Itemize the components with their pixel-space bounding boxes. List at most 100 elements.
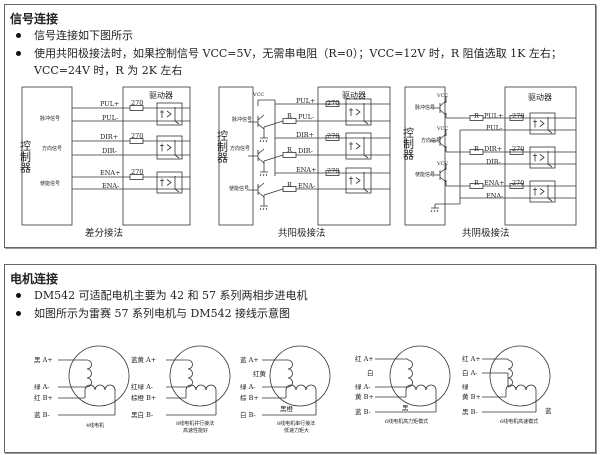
coil-b-icon [405,384,437,391]
transistor-icon [248,182,265,198]
vcc-label: VCC [436,161,448,167]
pin-label: ENA+ [100,169,121,177]
wire [263,188,284,196]
wire-label: 绿 A- [240,382,255,391]
coil-a-icon [507,359,513,388]
optocoupler-icon [345,98,372,126]
motor-circle [269,345,331,407]
bullet-dot [16,311,21,316]
wire [263,120,284,128]
signal-section-title: 信号连接 [10,12,59,26]
led-phototransistor-icon [533,185,553,202]
ground-icon [259,134,268,143]
optocoupler-icon [156,171,183,194]
resistor-value: 270 [512,112,524,120]
wire-label: 黑 [402,404,409,412]
wire-label: 红 B+ [34,393,53,402]
coil-a-icon [407,359,413,388]
pin-label: ENA+ [296,166,317,174]
signal-connection-panel [4,4,596,248]
led-phototransistor-icon [349,172,369,193]
direction-signal-label: 方向信号 [421,137,441,144]
common-anode-diagram-labels: 控制器 VCC 脉冲信号 方向信号 使能信号 驱动器 PUL+ PUL- DIR… [216,90,367,239]
resistor-value: 270 [327,99,339,107]
motor-bullet-1: DM542 可适配电机主要为 42 和 57 系列两相步进电机 [34,289,308,302]
wire-label: 棕橙 B+ [131,393,156,402]
wire-label: 红 A+ [462,354,481,363]
bullet-dot [16,293,21,298]
pin-label: PUL- [102,114,118,122]
wire-label: 绿 A- [355,382,370,391]
resistor-icon [325,135,340,141]
differential-diagram-labels: 控制器 脉冲信号 方向信号 使能信号 驱动器 PUL+ PUL- DIR+ DI… [19,90,174,239]
resistor-icon [325,101,340,107]
driver-box [504,86,577,226]
resistor-value: 270 [131,132,143,140]
wire-label: 黑 A+ [34,356,53,364]
pin-label: DIR- [486,158,501,166]
resistor-r: R [287,112,293,120]
pin-label: DIR+ [100,133,118,141]
resistor-r: R [287,146,293,154]
motor-section-title: 电机连接 [10,272,59,286]
pulse-signal-label: 脉冲信号 [415,104,435,111]
optocoupler-icon [345,132,372,160]
wire-label: 蓝 B- [355,407,371,416]
motor-circle [169,345,231,407]
wire-label: 白 [367,368,374,377]
motor-circle [389,345,451,407]
vcc-label: VCC [252,92,264,98]
coil-a-icon [86,359,92,388]
driver-box [122,86,191,226]
led-phototransistor-icon [349,103,369,125]
wire-label: 绿 [462,382,469,391]
direction-signal-label: 方向信号 [230,145,250,152]
wire-label: 蓝 [545,406,552,415]
wire-label: 棕 B+ [240,393,259,402]
optocoupler-icon [156,102,183,126]
pin-label: PUL- [486,124,502,132]
transistor-icon [430,167,447,183]
pulse-signal-label: 脉冲信号 [40,115,60,122]
resistor-value: 270 [512,145,524,153]
pin-label: ENA- [102,182,119,190]
wire-label: 蓝 B- [34,410,50,419]
controller-label: 控制器 [402,126,415,161]
bullet-dot [16,33,21,38]
pin-label: DIR- [298,147,313,155]
common-cathode-diagram-labels: 控制器 VCC VCC VCC 脉冲信号 方向信号 使能信号 驱动器 PUL+ … [402,92,553,239]
wire-label: 黑橙 [280,404,294,413]
enable-signal-label: 使能信号 [415,171,435,178]
optocoupler-icon [156,135,183,160]
enable-signal-label: 使能信号 [40,180,60,187]
vcc-label: VCC [436,126,448,132]
pin-label: PUL- [298,113,314,121]
led-phototransistor-icon [160,176,180,193]
ground-icon [430,204,439,213]
resistor-r: R [474,179,480,187]
wire-label: 红 A+ [355,354,374,363]
wire-label: 蓝 A+ [240,355,259,364]
wire-label: 黄 B+ [355,392,374,401]
differential-caption: 差分接法 [85,227,123,239]
coil-b-icon [185,384,217,391]
controller-label: 控制器 [216,129,229,164]
resistor-value: 270 [131,168,143,176]
transistor-icon [248,114,265,130]
led-phototransistor-icon [533,151,553,168]
transistor-icon [248,148,265,164]
common-anode-caption: 共阳极接法 [278,227,326,239]
wire-label: 蓝黄 A+ [131,355,156,364]
wire-label: 黑 B- [462,408,478,416]
motor-caption: 4线电机 [86,422,104,429]
ground-icon [259,202,268,211]
resistor-value: 270 [327,167,339,175]
pin-label: ENA- [486,192,503,200]
resistor-value: 270 [512,179,524,187]
coil-b-icon [285,384,317,391]
optocoupler-icon [345,167,372,194]
wire-label: 绿 A- [34,382,49,391]
motor-circle [68,345,130,407]
